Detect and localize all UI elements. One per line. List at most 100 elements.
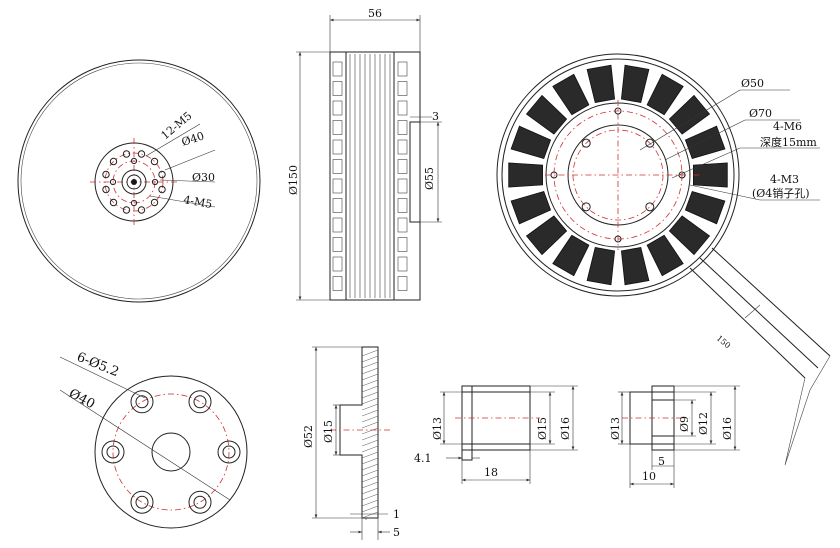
side-width-label: 56 <box>368 7 382 20</box>
hatch-line <box>361 481 379 489</box>
rear-dia-2-label: Ø70 <box>749 107 772 120</box>
front-dia-2-label: Ø30 <box>192 171 215 184</box>
side-slot-left <box>332 178 343 194</box>
flange-section: Ø52 Ø15 1 5 <box>302 346 400 540</box>
front-hole <box>150 157 159 166</box>
bushing-2-step-len-label: 5 <box>658 455 665 468</box>
flange-hole <box>193 395 207 409</box>
bushing-2-length-label: 10 <box>642 470 656 483</box>
hatch-line <box>361 385 379 393</box>
front-hole-small <box>109 178 117 186</box>
flange-pcd-label: Ø40 <box>66 386 97 412</box>
rear-m3-hole <box>550 171 558 179</box>
flange-section-bore-dia-label: Ø15 <box>322 420 335 443</box>
hatch-line <box>361 505 379 513</box>
rear-depth-label: 深度15mm <box>760 135 817 149</box>
side-slot-right <box>397 139 408 155</box>
hatch-line <box>361 487 379 495</box>
winding-slot <box>668 94 711 135</box>
hatch-line <box>361 409 379 417</box>
bushing-1-flange-dia-label: Ø16 <box>559 417 572 440</box>
flange-view: 6-Ø5.2 Ø40 <box>59 350 248 529</box>
hatch-line <box>361 367 379 375</box>
side-slot-left <box>332 100 343 116</box>
bushing-1-inner-dia-label: Ø13 <box>431 417 444 440</box>
flange-section-thickness-1-label: 1 <box>393 508 400 521</box>
side-slot-right <box>397 120 408 135</box>
side-step-label: 3 <box>432 110 439 123</box>
side-slot-right <box>397 178 408 194</box>
winding-slot <box>684 125 726 159</box>
rear-dia-1-label: Ø50 <box>741 77 764 90</box>
front-hole <box>102 170 110 179</box>
side-slot-left <box>332 61 343 77</box>
side-cooling-fins <box>349 54 391 298</box>
rear-m6-hole <box>581 202 591 212</box>
winding-slot <box>668 215 711 256</box>
side-slot-left <box>332 217 343 233</box>
bushing-1: Ø13 Ø15 Ø16 4.1 18 <box>414 385 578 484</box>
rear-outer-circle <box>496 53 740 297</box>
flange-hole <box>135 495 149 509</box>
hatch-line <box>361 469 379 477</box>
side-shaft-dia-label: Ø55 <box>423 167 436 190</box>
flange-hole <box>135 395 149 409</box>
flange-hole-boss <box>130 490 154 514</box>
winding-slot <box>586 64 616 103</box>
rear-winding-slots <box>508 64 728 286</box>
hatch-line <box>361 451 379 459</box>
hatch-line <box>361 361 379 369</box>
hatch-line <box>361 511 379 519</box>
front-hole <box>158 185 166 194</box>
hatch-line <box>361 433 379 441</box>
hatch-line <box>361 457 379 465</box>
hatch-line <box>361 445 379 453</box>
side-slot-right <box>397 159 408 174</box>
front-hole <box>109 198 118 207</box>
side-slot-right <box>397 81 408 96</box>
front-hole <box>158 170 166 179</box>
winding-slot <box>620 64 650 103</box>
hatch-line <box>361 475 379 483</box>
bushing-2: Ø13 Ø9 Ø12 Ø16 5 10 <box>609 385 740 488</box>
side-slot-left <box>332 237 343 252</box>
hatch-line <box>361 493 379 501</box>
front-dia-1-label: Ø40 <box>180 129 206 148</box>
flange-hole-boss <box>130 390 154 414</box>
rear-m3-hole <box>614 107 622 115</box>
side-slot-left <box>332 276 343 291</box>
side-slot-right <box>397 217 408 233</box>
rear-m3-hole <box>614 235 622 243</box>
hatch-line <box>361 499 379 507</box>
bushing-2-outer-dia-label: Ø12 <box>697 412 710 435</box>
side-slot-right <box>397 276 408 291</box>
front-hole <box>137 206 146 214</box>
winding-slot <box>510 191 552 225</box>
front-hole-small <box>151 178 159 186</box>
rear-m6-hole <box>645 138 655 148</box>
front-hole-pattern-2-label: 4-M5 <box>182 193 213 211</box>
flange-hole-boss <box>188 490 212 514</box>
rear-thread-2-label: 4-M3 <box>770 173 799 186</box>
hatch-line <box>361 403 379 411</box>
hatch-line <box>361 379 379 387</box>
bushing-2-bore-dia-label: Ø9 <box>678 416 691 432</box>
rear-view: 150 Ø50 Ø70 4-M6 深度15mm 4-M3 (Ø4销子孔) <box>496 53 831 466</box>
winding-slot <box>693 162 728 188</box>
winding-slot <box>586 247 616 286</box>
hatch-line <box>361 373 379 381</box>
side-view: 56 Ø150 Ø55 3 <box>287 7 442 301</box>
hatch-line <box>361 439 379 447</box>
winding-slot <box>552 73 590 116</box>
flange-section-hatch <box>361 349 379 519</box>
rear-pin-note-label: (Ø4销子孔) <box>752 186 810 200</box>
flange-section-thickness-2-label: 5 <box>393 526 400 539</box>
bushing-2-inner-dia-label: Ø13 <box>609 417 622 440</box>
hatch-line <box>361 397 379 405</box>
flange-hole-boss <box>188 390 212 414</box>
hatch-line <box>361 415 379 423</box>
front-hole-small <box>130 157 138 165</box>
winding-slot <box>552 234 590 277</box>
side-slots <box>332 61 408 291</box>
